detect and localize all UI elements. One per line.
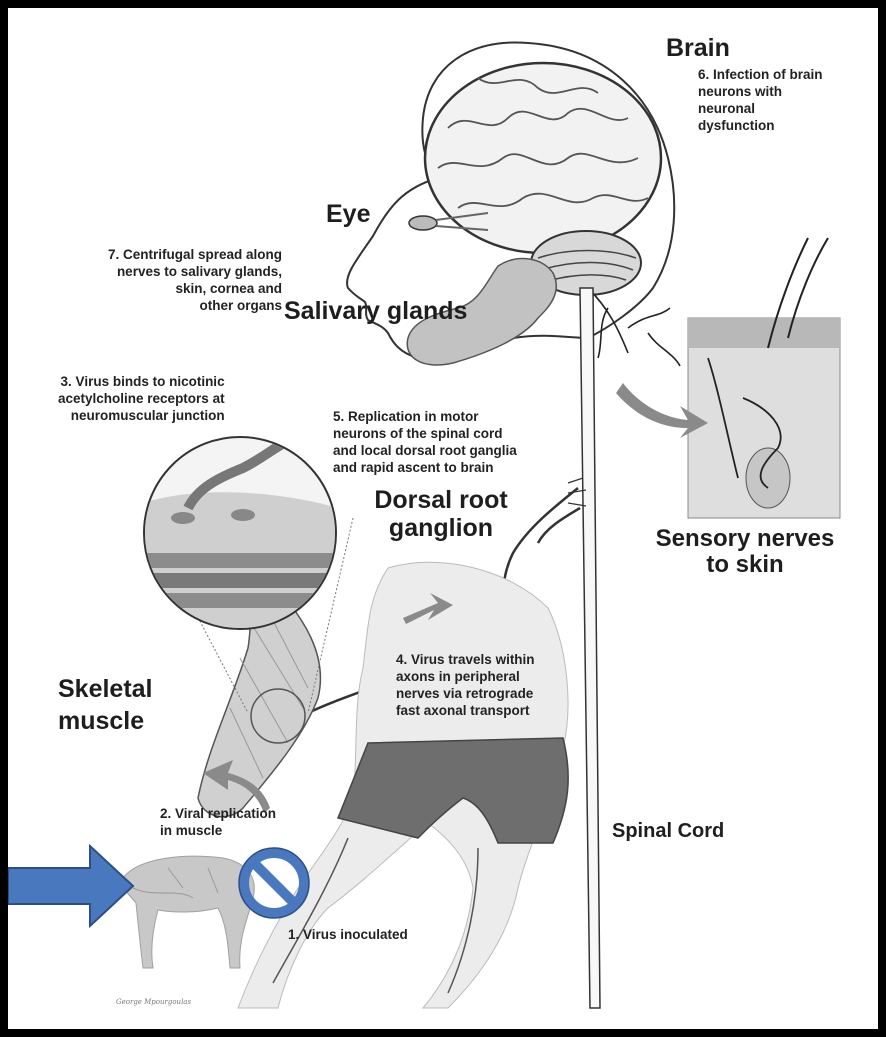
step-6: 6. Infection of brain neurons with neuro… bbox=[698, 66, 823, 134]
step-5: 5. Replication in motor neurons of the s… bbox=[333, 408, 517, 476]
label-sensory-nerves: Sensory nerves to skin bbox=[640, 526, 850, 578]
neuromuscular-junction-zoom bbox=[144, 437, 344, 638]
artist-signature: George Mpourgoulas bbox=[116, 998, 191, 1006]
dog-illustration bbox=[122, 856, 254, 968]
label-brain: Brain bbox=[666, 34, 730, 63]
skin-section bbox=[688, 238, 840, 518]
step-1: 1. Virus inoculated bbox=[288, 926, 408, 943]
label-dorsal-root-ganglion: Dorsal root ganglion bbox=[366, 486, 516, 542]
step-2: 2. Viral replication in muscle bbox=[160, 805, 276, 839]
step-7: 7. Centrifugal spread along nerves to sa… bbox=[108, 246, 282, 314]
label-spinal-cord: Spinal Cord bbox=[612, 820, 724, 843]
diagram-canvas: Brain 6. Infection of brain neurons with… bbox=[8, 8, 878, 1029]
right-arrow-icon bbox=[8, 846, 133, 926]
spinal-cord-shape bbox=[580, 288, 600, 1008]
label-eye: Eye bbox=[326, 200, 370, 229]
label-skeletal-muscle: Skeletal muscle bbox=[58, 673, 153, 737]
eye-shape bbox=[409, 216, 437, 230]
step-3: 3. Virus binds to nicotinic acetylcholin… bbox=[58, 373, 225, 424]
label-salivary-glands: Salivary glands bbox=[284, 297, 467, 326]
step-4: 4. Virus travels within axons in periphe… bbox=[396, 651, 535, 719]
